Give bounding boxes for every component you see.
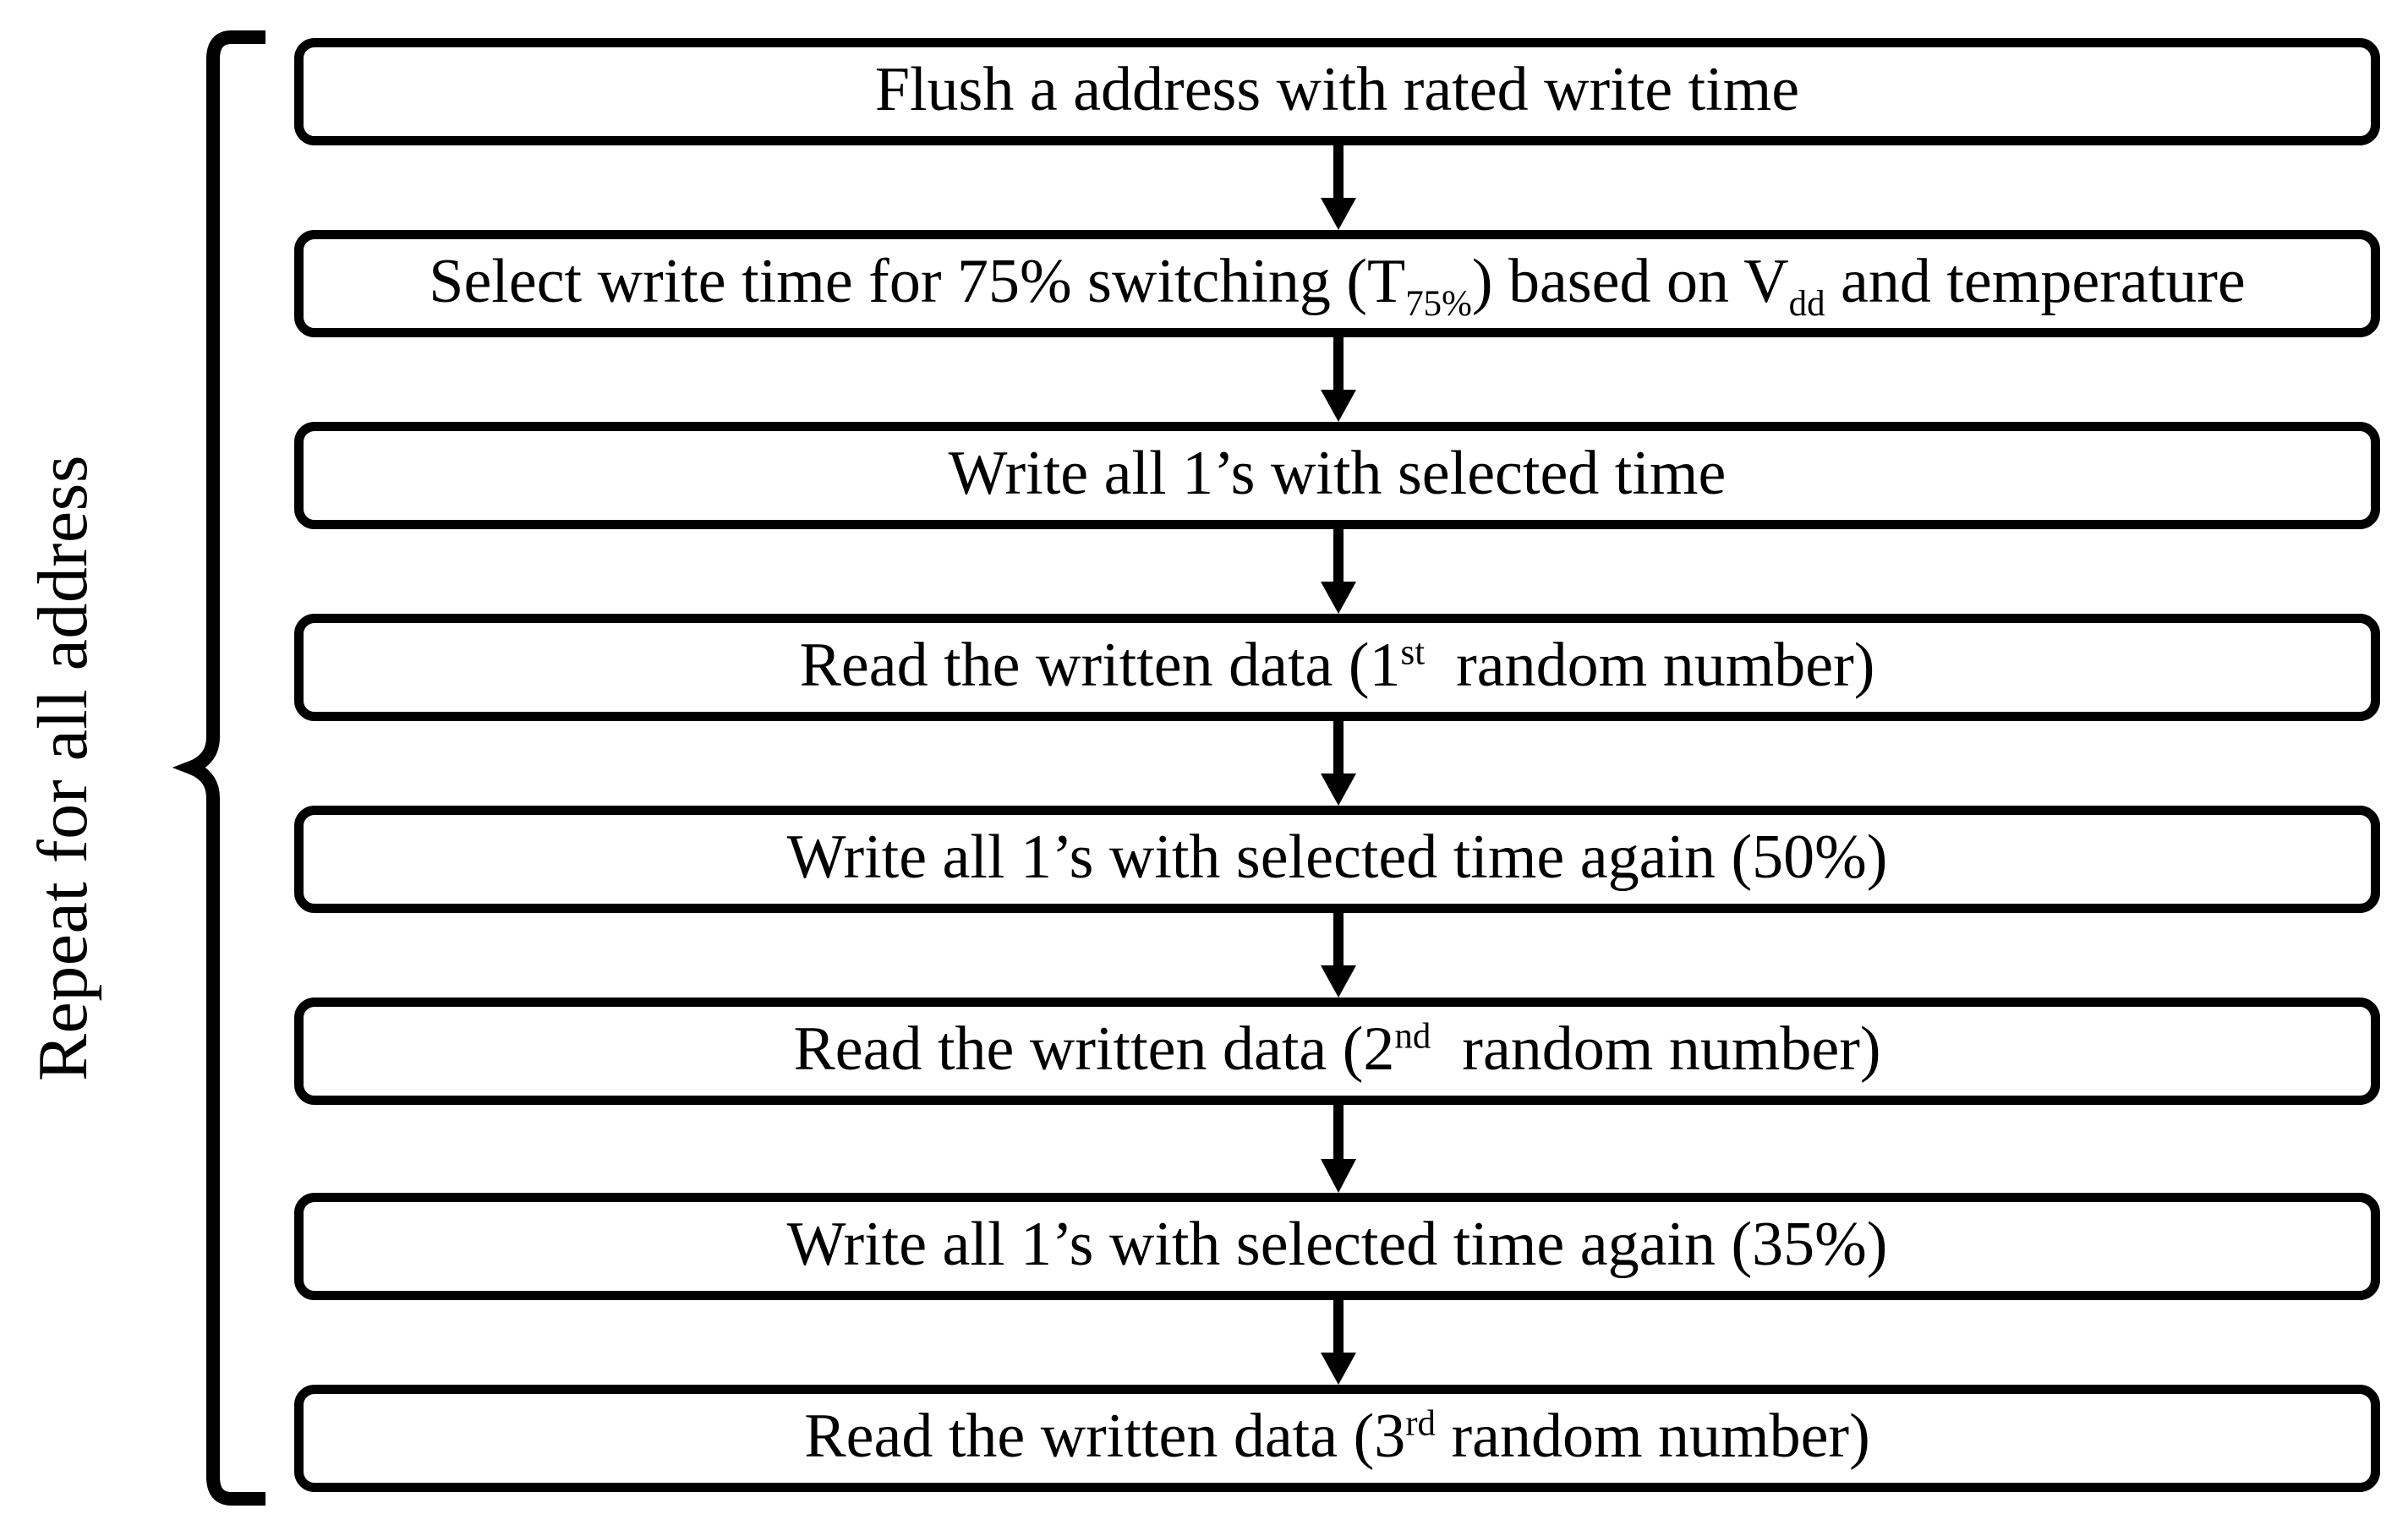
flow-step-box-1: Flush a address with rated write time [294,38,2380,145]
flow-step-box-3: Write all 1’s with selected time [294,422,2380,529]
down-arrow-icon-1 [1319,145,1358,230]
flow-step-label-2: Select write time for 75% switching (T75… [429,246,2246,324]
down-arrow-icon-4 [1319,721,1358,806]
flow-step-label-3: Write all 1’s with selected time [948,438,1727,508]
flow-step-label-1: Flush a address with rated write time [874,54,1800,124]
flow-step-box-8: Read the written data (3rd random number… [294,1385,2380,1492]
flow-step-label-7: Write all 1’s with selected time again (… [786,1209,1888,1279]
down-arrow-icon-7 [1319,1300,1358,1385]
flow-step-label-5: Write all 1’s with selected time again (… [786,822,1888,892]
down-arrow-icon-3 [1319,529,1358,614]
flow-step-box-6: Read the written data (2nd random number… [294,998,2380,1105]
flow-step-box-7: Write all 1’s with selected time again (… [294,1193,2380,1300]
flow-step-label-8: Read the written data (3rd random number… [804,1401,1870,1471]
down-arrow-icon-5 [1319,913,1358,998]
flow-step-label-4: Read the written data (1st random number… [799,630,1875,700]
down-arrow-icon-2 [1319,337,1358,422]
flow-step-box-5: Write all 1’s with selected time again (… [294,806,2380,913]
flow-step-box-2: Select write time for 75% switching (T75… [294,230,2380,337]
repeat-for-all-address-label: Repeat for all address [0,0,127,1536]
repeat-label-text: Repeat for all address [24,454,102,1082]
flow-step-label-6: Read the written data (2nd random number… [793,1014,1881,1084]
down-arrow-icon-6 [1319,1105,1358,1193]
flow-step-box-4: Read the written data (1st random number… [294,614,2380,721]
left-curly-brace-icon [157,30,267,1506]
